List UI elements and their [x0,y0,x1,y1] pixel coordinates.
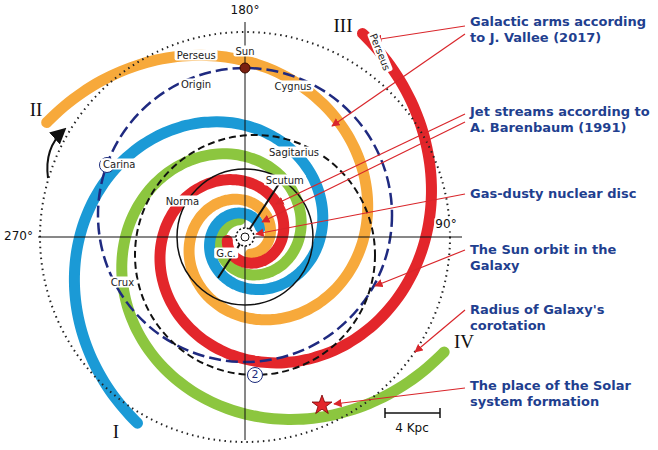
leader-line [374,26,465,40]
scale-bar [439,408,441,418]
arm-name: Perseus [366,30,392,74]
arm-name: Origin [179,79,213,90]
center-label: G.c. [214,248,238,259]
arm-number: II [30,100,43,121]
jet-stream-circle [135,135,375,375]
arm-number: IV [454,332,474,353]
formation-star [312,395,332,414]
leader-line [334,388,465,404]
rotation-arrow [47,130,64,178]
leader-line [256,194,465,234]
leader-line [262,122,465,222]
scale-bar [385,412,440,414]
arm-name: Crux [109,276,136,287]
sun-dot [240,63,250,73]
arm-name: Carina [101,159,137,170]
scale-bar [384,408,386,418]
callout-text: Galactic arms according to J. Vallee (20… [470,14,654,45]
leader-line [332,34,465,126]
leader-lines [256,26,465,404]
callout-text: Gas-dusty nuclear disc [470,186,654,202]
callout-number: 2 [247,367,263,383]
arm-name: Scutum [264,175,306,186]
nuclear-disc [241,233,249,241]
callout-text: Radius of Galaxy's corotation [470,302,654,333]
callout-text: The Sun orbit in the Galaxy [470,242,654,273]
arm-number: III [334,16,353,37]
axis-label: 90° [434,218,457,231]
axis-label: 270° [3,230,34,243]
axis-label: 180° [230,4,261,17]
arm-name: Sagitarius [267,147,321,158]
arm-name: Norma [164,195,201,206]
sun-label: Sun [233,46,256,57]
leader-line [276,114,465,204]
callout-text: The place of the Solar system formation [470,378,654,409]
arm-name: Cygnus [272,81,313,92]
scale-label: 4 Kpc [395,422,429,435]
nuclear-disc [236,228,254,246]
arm-name: Perseus [175,50,218,61]
jet-line [218,176,284,278]
callout-text: Jet streams according to A. Barenbaum (1… [470,104,654,135]
arm-number: I [113,422,119,443]
leader-line [375,250,465,286]
